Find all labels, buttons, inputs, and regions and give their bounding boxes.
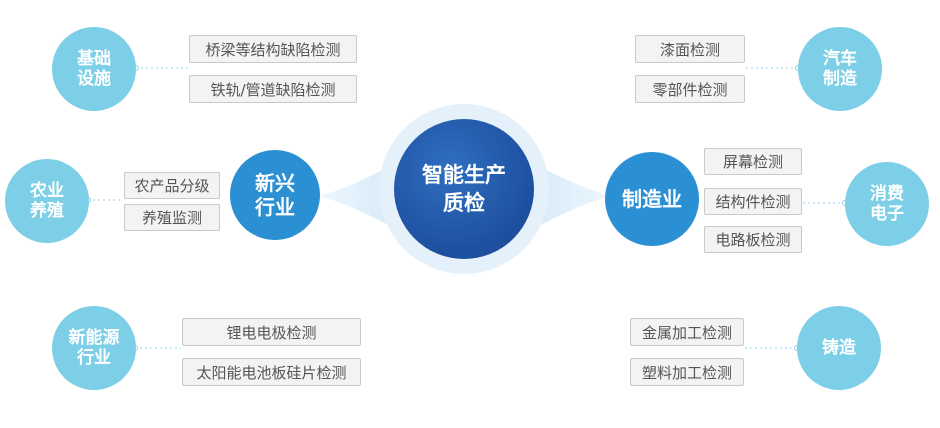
- right-wedge: [537, 165, 612, 227]
- tag-livestock-monitoring: 养殖监测: [124, 204, 220, 231]
- tag-parts: 零部件检测: [635, 75, 745, 103]
- tag-metal-processing: 金属加工检测: [630, 318, 744, 346]
- category-automotive: 汽车 制造: [798, 27, 882, 111]
- tag-rail-pipe-defect: 铁轨/管道缺陷检测: [189, 75, 357, 103]
- tag-paint-surface: 漆面检测: [635, 35, 745, 63]
- hub-manufacturing: 制造业: [605, 152, 699, 246]
- category-casting: 铸造: [797, 306, 881, 390]
- tag-solar-wafer: 太阳能电池板硅片检测: [182, 358, 361, 386]
- category-infrastructure: 基础 设施: [52, 27, 136, 111]
- hub-emerging-industries: 新兴 行业: [230, 150, 320, 240]
- category-agriculture: 农业 养殖: [5, 159, 89, 243]
- category-new-energy: 新能源 行业: [52, 306, 136, 390]
- tag-plastic-processing: 塑料加工检测: [630, 358, 744, 386]
- tag-structural-part: 结构件检测: [704, 188, 802, 215]
- tag-bridge-structure-defect: 桥梁等结构缺陷检测: [189, 35, 357, 63]
- tag-circuit-board: 电路板检测: [704, 226, 802, 253]
- tag-produce-grading: 农产品分级: [124, 172, 220, 199]
- tag-screen: 屏幕检测: [704, 148, 802, 175]
- category-consumer-electronics: 消费 电子: [845, 162, 929, 246]
- tag-lithium-electrode: 锂电电极检测: [182, 318, 361, 346]
- center-node: 智能生产 质检: [394, 119, 534, 259]
- left-wedge: [318, 165, 392, 227]
